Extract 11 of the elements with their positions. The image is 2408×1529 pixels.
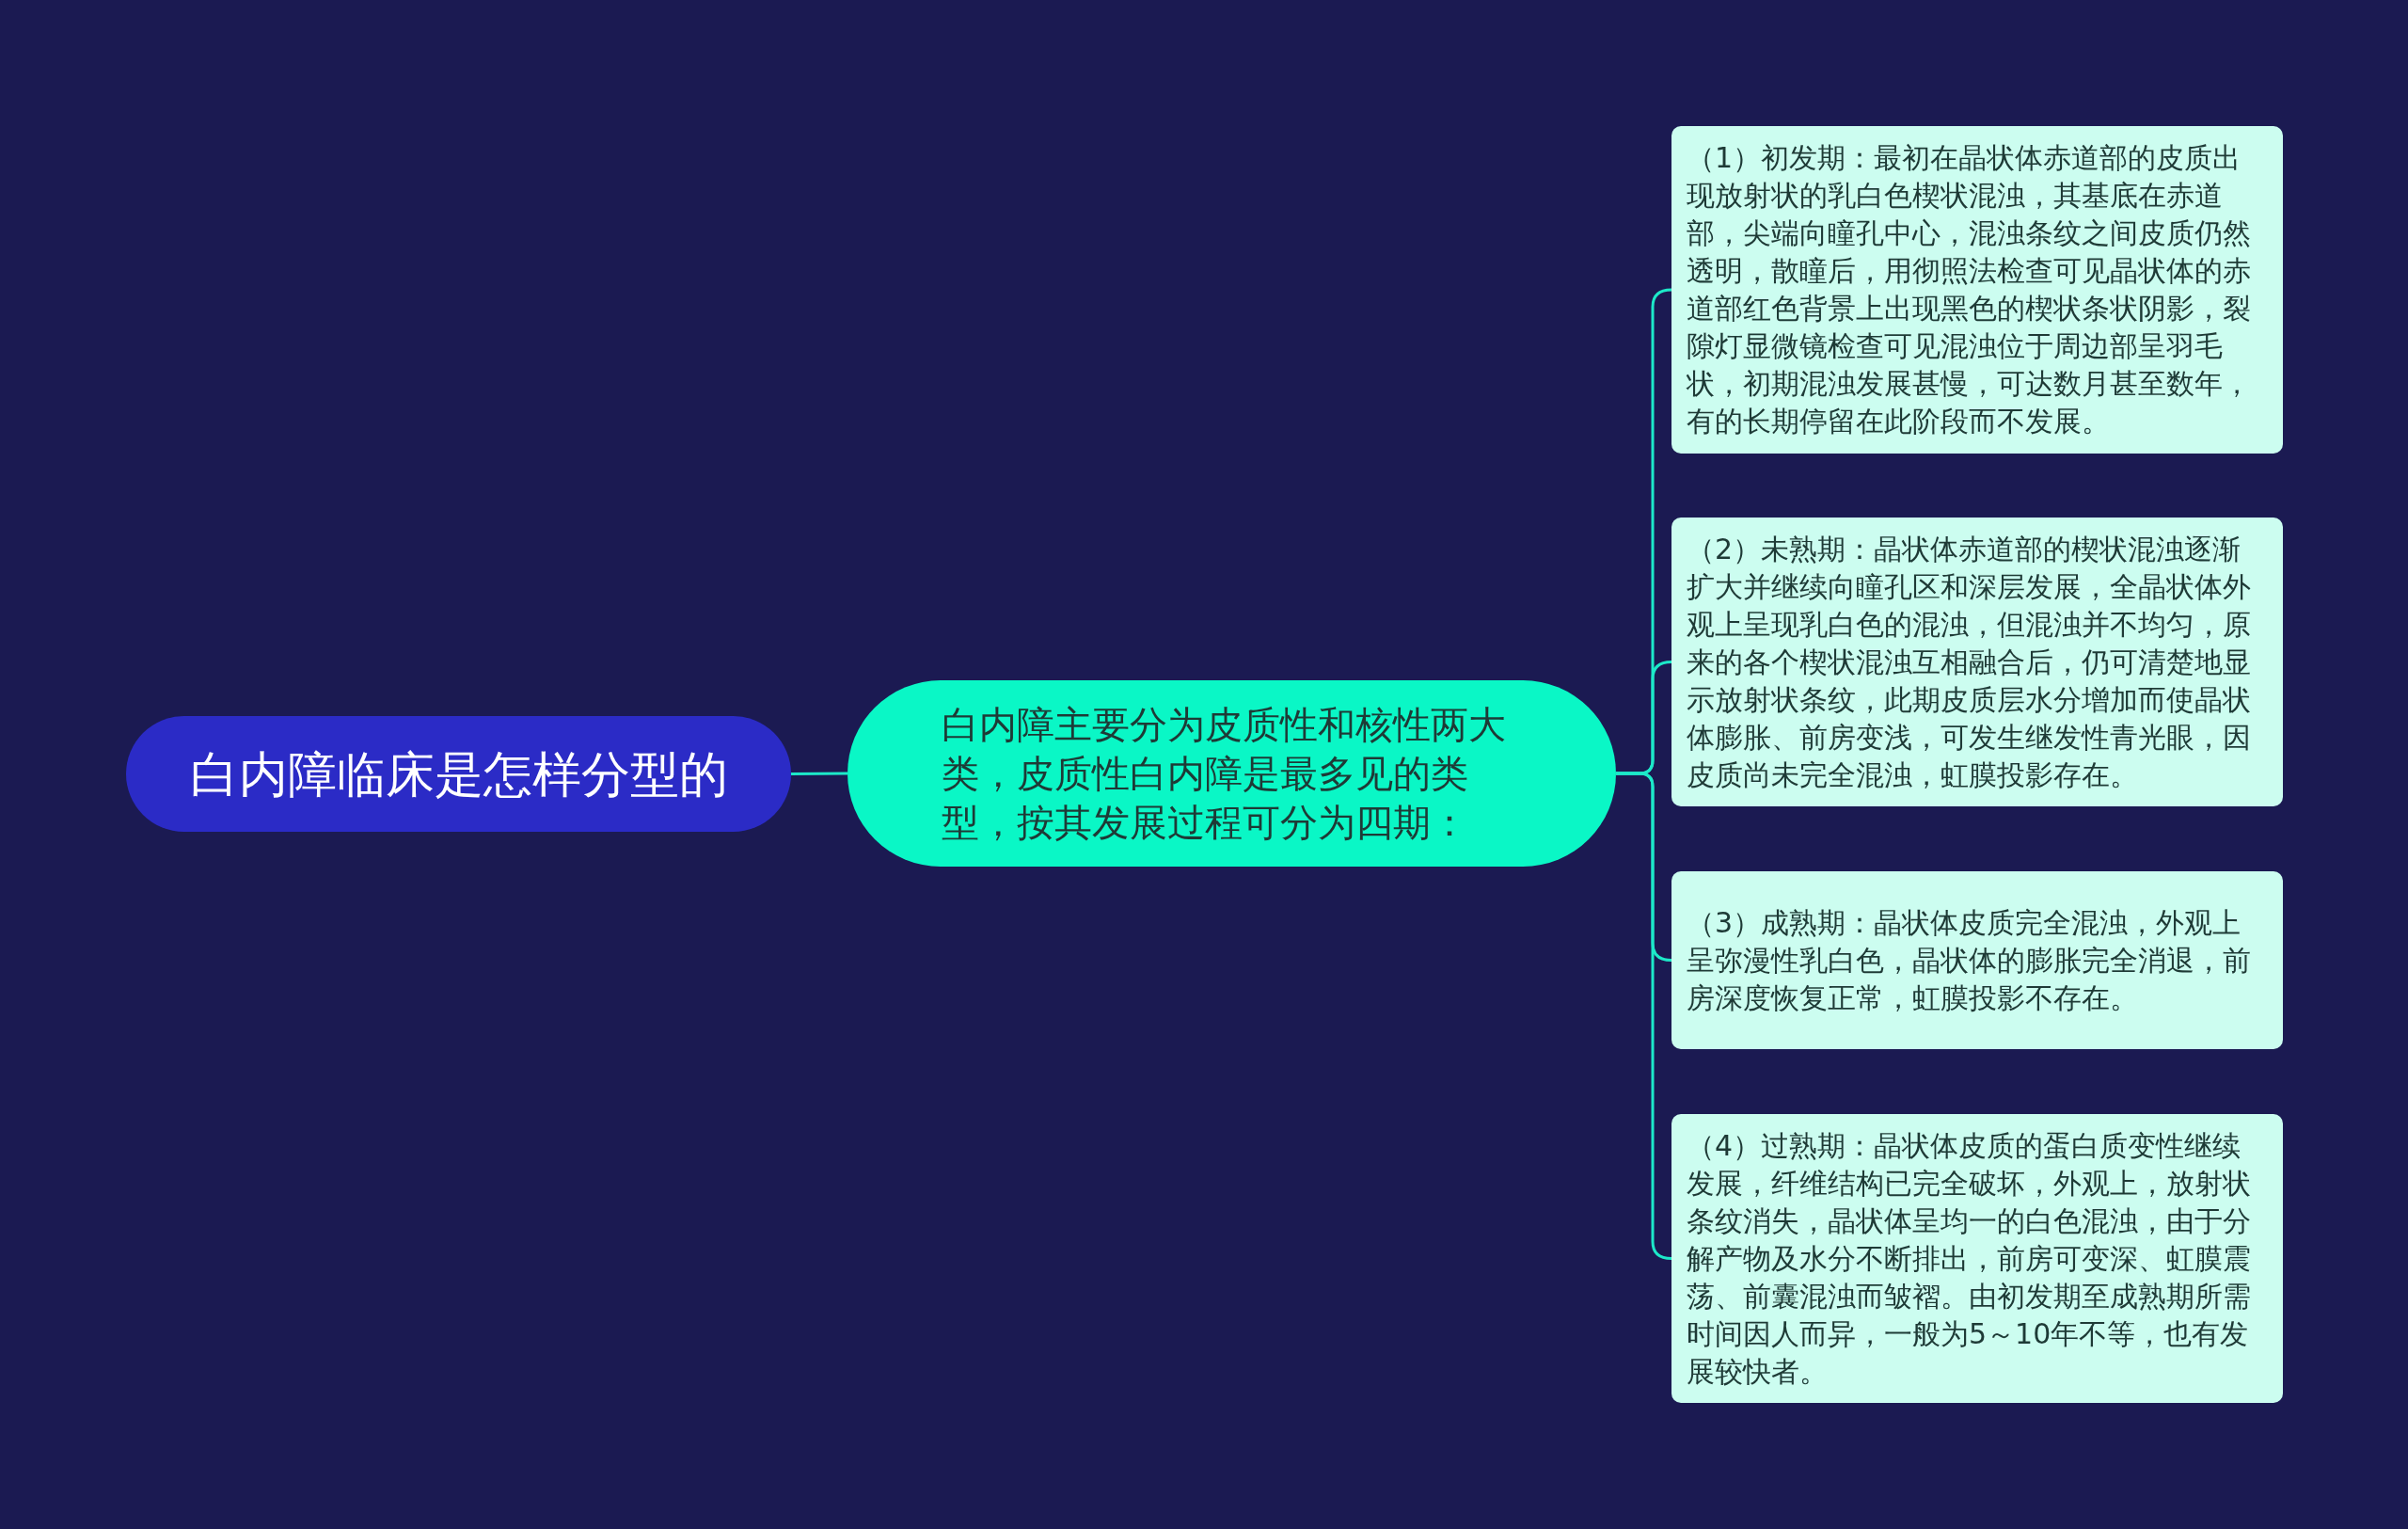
node-text: （1）初发期：最初在晶状体赤道部的皮质出现放射状的乳白色楔状混浊，其基底在赤道部，尖端向瞳孔中心，混浊条纹之间皮质仍然透明，散瞳后，用彻照法检查可见晶状体的赤道部红色背景上出现黑色的楔状条状阴影，裂隙灯显微镜检查可见混浊位于周边部呈羽毛状，初期混浊发展甚慢，可达数月甚至数年，有的长期停留在此阶段而不发展。 xyxy=(1687,140,2252,439)
node-text: 白内障主要分为皮质性和核性两大类，皮质性白内障是最多见的类型，按其发展过程可分为四期： xyxy=(942,702,1507,846)
connector xyxy=(791,772,848,775)
stage-box xyxy=(1671,518,2283,806)
node-text: （2）未熟期：晶状体赤道部的楔状混浊逐渐扩大并继续向瞳孔区和深层发展，全晶状体外观上呈现乳白色的混浊，但混浊并不均匀，原来的各个楔状混浊互相融合后，仍可清楚地显示放射状条纹，此期皮质层水分增加而使晶状体膨胀、前房变浅，可发生继发性青光眼，因皮质尚未完全混浊，虹膜投影存在。 xyxy=(1687,531,2252,793)
stage-box xyxy=(1671,1114,2283,1403)
stage-box xyxy=(1671,126,2283,454)
stage-box xyxy=(1671,871,2283,1049)
node-text: （3）成熟期：晶状体皮质完全混浊，外观上呈弥漫性乳白色，晶状体的膨胀完全消退，前房深度恢复正常，虹膜投影不存在。 xyxy=(1687,904,2252,1016)
node-text: 白内障临床是怎样分型的 xyxy=(189,744,728,804)
node-text: （4）过熟期：晶状体皮质的蛋白质变性继续发展，纤维结构已完全破坏，外观上，放射状条纹消失，晶状体呈均一的白色混浊，由于分解产物及水分不断排出，前房可变深、虹膜震荡、前囊混浊而皱褶。由初发期至成熟期所需时间因人而异，一般为5～10年不等，也有发展较快者。 xyxy=(1687,1127,2252,1390)
